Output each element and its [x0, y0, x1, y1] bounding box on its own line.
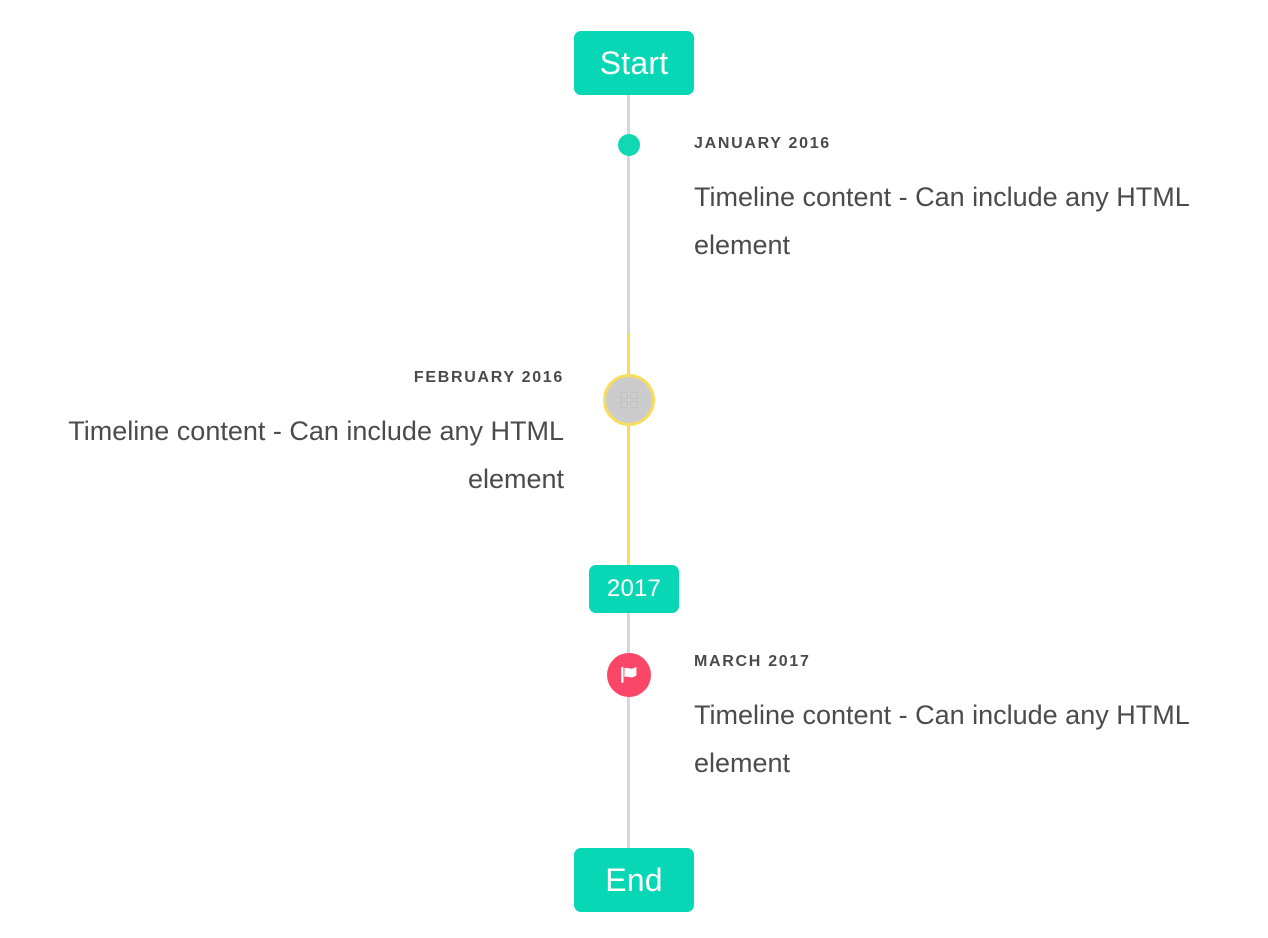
timeline-entry-february-2016: FEBRUARY 2016 Timeline content - Can inc… [41, 368, 564, 503]
flag-icon [621, 667, 637, 683]
timeline-end-badge[interactable]: End [574, 848, 694, 912]
timeline-rail-segment-top [627, 95, 630, 333]
timeline-rail-segment-highlight [627, 333, 630, 565]
timeline-entry-body: Timeline content - Can include any HTML … [694, 700, 1189, 779]
timeline-entry-date: JANUARY 2016 [694, 135, 831, 152]
timeline-year-badge[interactable]: 2017 [589, 565, 679, 613]
timeline-entry-date: MARCH 2017 [694, 653, 811, 670]
timeline-entry-body: Timeline content - Can include any HTML … [68, 416, 564, 495]
timeline-rail-segment-bottom [627, 613, 630, 848]
missing-glyph-icon [620, 392, 638, 408]
timeline-marker-ring[interactable] [603, 374, 655, 426]
timeline-marker-flag[interactable] [607, 653, 651, 697]
timeline-entry-march-2017: MARCH 2017 Timeline content - Can includ… [694, 652, 1217, 787]
timeline-marker-dot-icon[interactable] [618, 134, 640, 156]
timeline-entry-january-2016: JANUARY 2016 Timeline content - Can incl… [694, 134, 1217, 269]
timeline-start-badge[interactable]: Start [574, 31, 694, 95]
timeline-entry-body: Timeline content - Can include any HTML … [694, 182, 1189, 261]
timeline-entry-date: FEBRUARY 2016 [413, 369, 564, 386]
